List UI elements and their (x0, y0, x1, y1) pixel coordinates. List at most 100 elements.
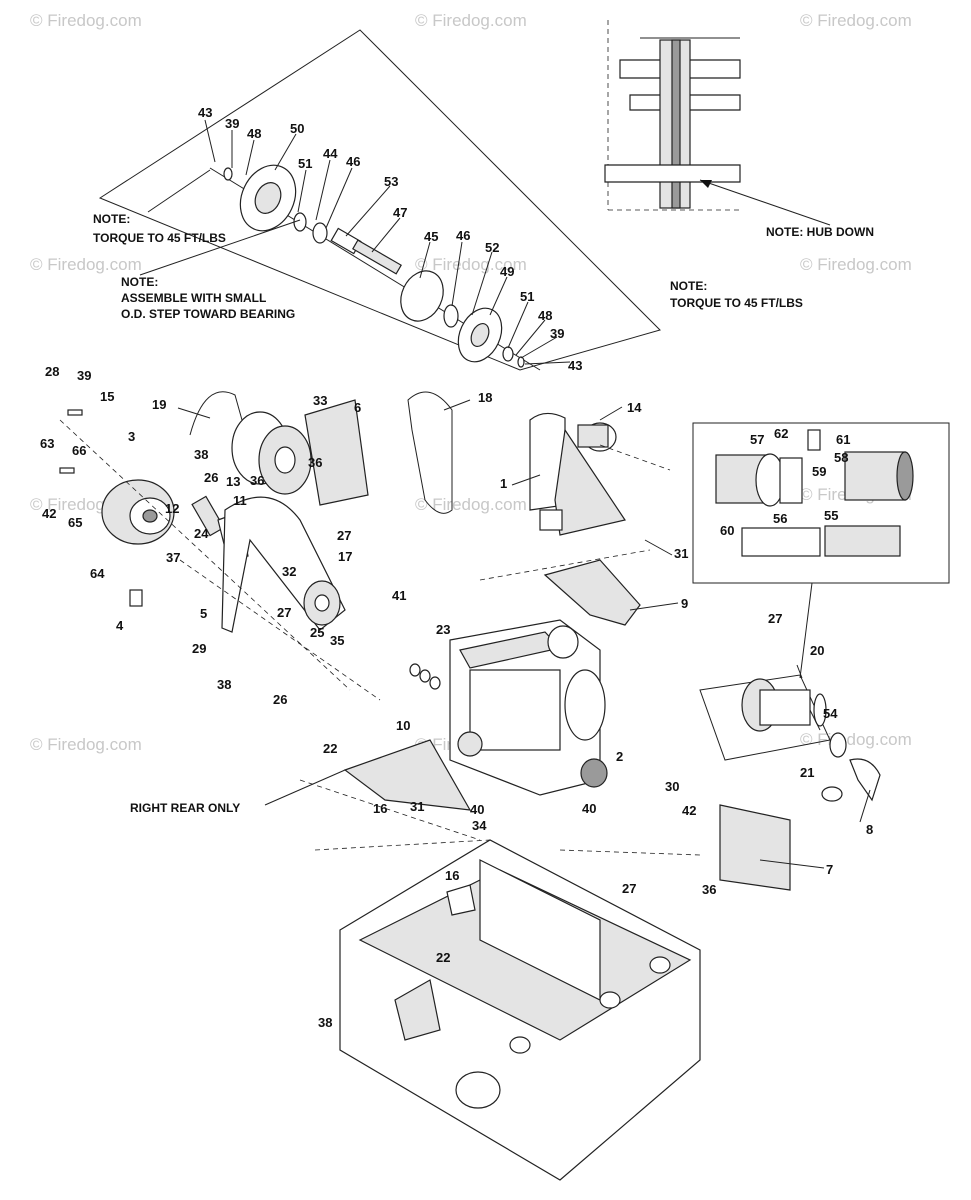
part-number: 43 (568, 358, 582, 373)
part-number: 36 (250, 473, 264, 488)
leader-lines (139, 119, 871, 869)
part-number: 59 (812, 464, 826, 479)
watermark: © Firedog.com (800, 255, 912, 274)
part-number: 31 (410, 799, 424, 814)
part-number: 58 (834, 450, 848, 465)
part-number: 42 (682, 803, 696, 818)
part-number: 35 (330, 633, 344, 648)
part-number: 5 (200, 606, 207, 621)
engine-block (409, 619, 608, 796)
part-callouts: 43 39 48 50 51 44 46 53 47 45 46 52 49 5… (40, 105, 873, 1030)
part-number: 23 (436, 622, 450, 637)
part-number: 3 (128, 429, 135, 444)
air-cleaner-inset (692, 422, 950, 584)
part-number: 7 (826, 862, 833, 877)
part-number: 9 (681, 596, 688, 611)
part-number: 50 (290, 121, 304, 136)
part-number: 27 (768, 611, 782, 626)
part-number: 57 (750, 432, 764, 447)
part-number: 39 (550, 326, 564, 341)
part-number: 20 (810, 643, 824, 658)
side-bracket (719, 804, 791, 891)
part-number: 66 (72, 443, 86, 458)
watermark: © Firedog.com (800, 11, 912, 30)
part-number: 29 (192, 641, 206, 656)
part-number: 16 (445, 868, 459, 883)
part-number: 63 (40, 436, 54, 451)
watermark: © Firedog.com (30, 255, 142, 274)
mounting-bracket (543, 559, 641, 626)
part-number: 46 (456, 228, 470, 243)
part-number: 17 (338, 549, 352, 564)
part-number: 18 (478, 390, 492, 405)
part-number: 33 (313, 393, 327, 408)
mount-rail (299, 739, 481, 841)
part-number: 55 (824, 508, 838, 523)
part-number: 11 (233, 493, 247, 508)
part-number: 12 (165, 501, 179, 516)
part-number: 25 (310, 625, 324, 640)
part-number: 47 (393, 205, 407, 220)
part-number: 44 (323, 146, 338, 161)
air-cleaner-assembly (699, 582, 881, 802)
part-number: 40 (582, 801, 596, 816)
part-number: 53 (384, 174, 398, 189)
part-number: 10 (396, 718, 410, 733)
part-number: 51 (520, 289, 534, 304)
part-number: 65 (68, 515, 82, 530)
part-number: 38 (194, 447, 208, 462)
part-number: 38 (318, 1015, 332, 1030)
watermark: © Firedog.com (415, 255, 527, 274)
torque-note-right-heading: NOTE: (670, 279, 707, 293)
part-number: 49 (500, 264, 514, 279)
part-number: 41 (392, 588, 406, 603)
part-number: 52 (485, 240, 499, 255)
hub-detail-view (604, 20, 831, 226)
part-number: 2 (616, 749, 623, 764)
part-number: 13 (226, 474, 240, 489)
part-number: 31 (674, 546, 688, 561)
part-number: 16 (373, 801, 387, 816)
part-number: 38 (217, 677, 231, 692)
notes: NOTE: TORQUE TO 45 FT/LBS NOTE: ASSEMBLE… (93, 212, 874, 815)
torque-note-right-text: TORQUE TO 45 FT/LBS (670, 296, 803, 310)
part-number: 21 (800, 765, 814, 780)
part-number: 39 (225, 116, 239, 131)
part-number: 26 (273, 692, 287, 707)
watermark: © Firedog.com (30, 11, 142, 30)
part-number: 22 (323, 741, 337, 756)
part-number: 14 (627, 400, 642, 415)
torque-note-left-heading: NOTE: (93, 212, 130, 226)
part-number: 56 (773, 511, 787, 526)
part-number: 54 (823, 706, 838, 721)
assemble-note-line-1: ASSEMBLE WITH SMALL (121, 291, 266, 305)
main-frame (314, 839, 701, 1181)
part-number: 60 (720, 523, 734, 538)
watermark: © Firedog.com (415, 11, 527, 30)
part-number: 51 (298, 156, 312, 171)
part-number: 43 (198, 105, 212, 120)
part-number: 64 (90, 566, 105, 581)
part-number: 45 (424, 229, 438, 244)
part-number: 19 (152, 397, 166, 412)
part-number: 15 (100, 389, 114, 404)
part-number: 22 (436, 950, 450, 965)
muffler-assembly (479, 412, 671, 581)
belt-and-clutch-assembly (59, 391, 453, 701)
assemble-note-line-2: O.D. STEP TOWARD BEARING (121, 307, 295, 321)
part-number: 24 (194, 526, 209, 541)
part-number: 48 (247, 126, 261, 141)
part-number: 6 (354, 400, 361, 415)
part-number: 32 (282, 564, 296, 579)
part-number: 27 (337, 528, 351, 543)
assemble-note-heading: NOTE: (121, 275, 158, 289)
part-number: 1 (500, 476, 507, 491)
part-number: 61 (836, 432, 850, 447)
hub-down-note: NOTE: HUB DOWN (766, 225, 874, 239)
right-rear-note: RIGHT REAR ONLY (130, 801, 240, 815)
part-number: 36 (702, 882, 716, 897)
part-number: 39 (77, 368, 91, 383)
watermark: © Firedog.com (415, 495, 527, 514)
part-number: 28 (45, 364, 59, 379)
